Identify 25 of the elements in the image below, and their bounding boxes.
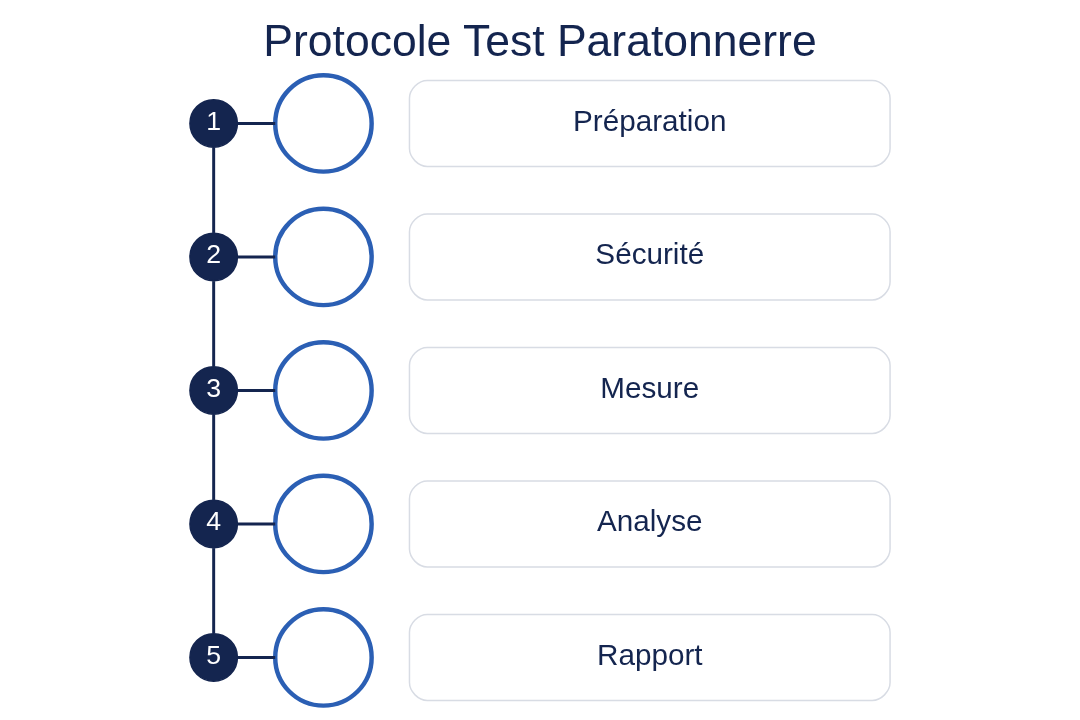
- connector: [212, 281, 216, 367]
- node-circle: [273, 72, 374, 174]
- diagram-title: Protocole Test Paratonnerre: [263, 15, 817, 65]
- node-circle: 1: [189, 98, 239, 148]
- node-box: Sécurité: [408, 213, 891, 301]
- node-box: Rapport: [408, 613, 891, 702]
- connector: [237, 121, 276, 125]
- node-box: Préparation: [408, 79, 891, 168]
- connector: [237, 388, 276, 392]
- node-circle: 4: [189, 499, 239, 549]
- node-box: Mesure: [408, 346, 891, 435]
- connector: [237, 255, 276, 259]
- node-box: Analyse: [408, 480, 891, 568]
- node-circle: [273, 339, 374, 441]
- node-circle: 2: [189, 232, 239, 282]
- connector: [212, 147, 216, 233]
- node-circle: [273, 206, 374, 308]
- node-circle: [273, 606, 374, 708]
- connector: [237, 655, 276, 659]
- connector: [212, 414, 216, 500]
- connector: [237, 522, 276, 526]
- connector: [212, 548, 216, 634]
- node-circle: 5: [189, 632, 239, 682]
- node-circle: 3: [189, 365, 239, 415]
- node-circle: [273, 473, 374, 575]
